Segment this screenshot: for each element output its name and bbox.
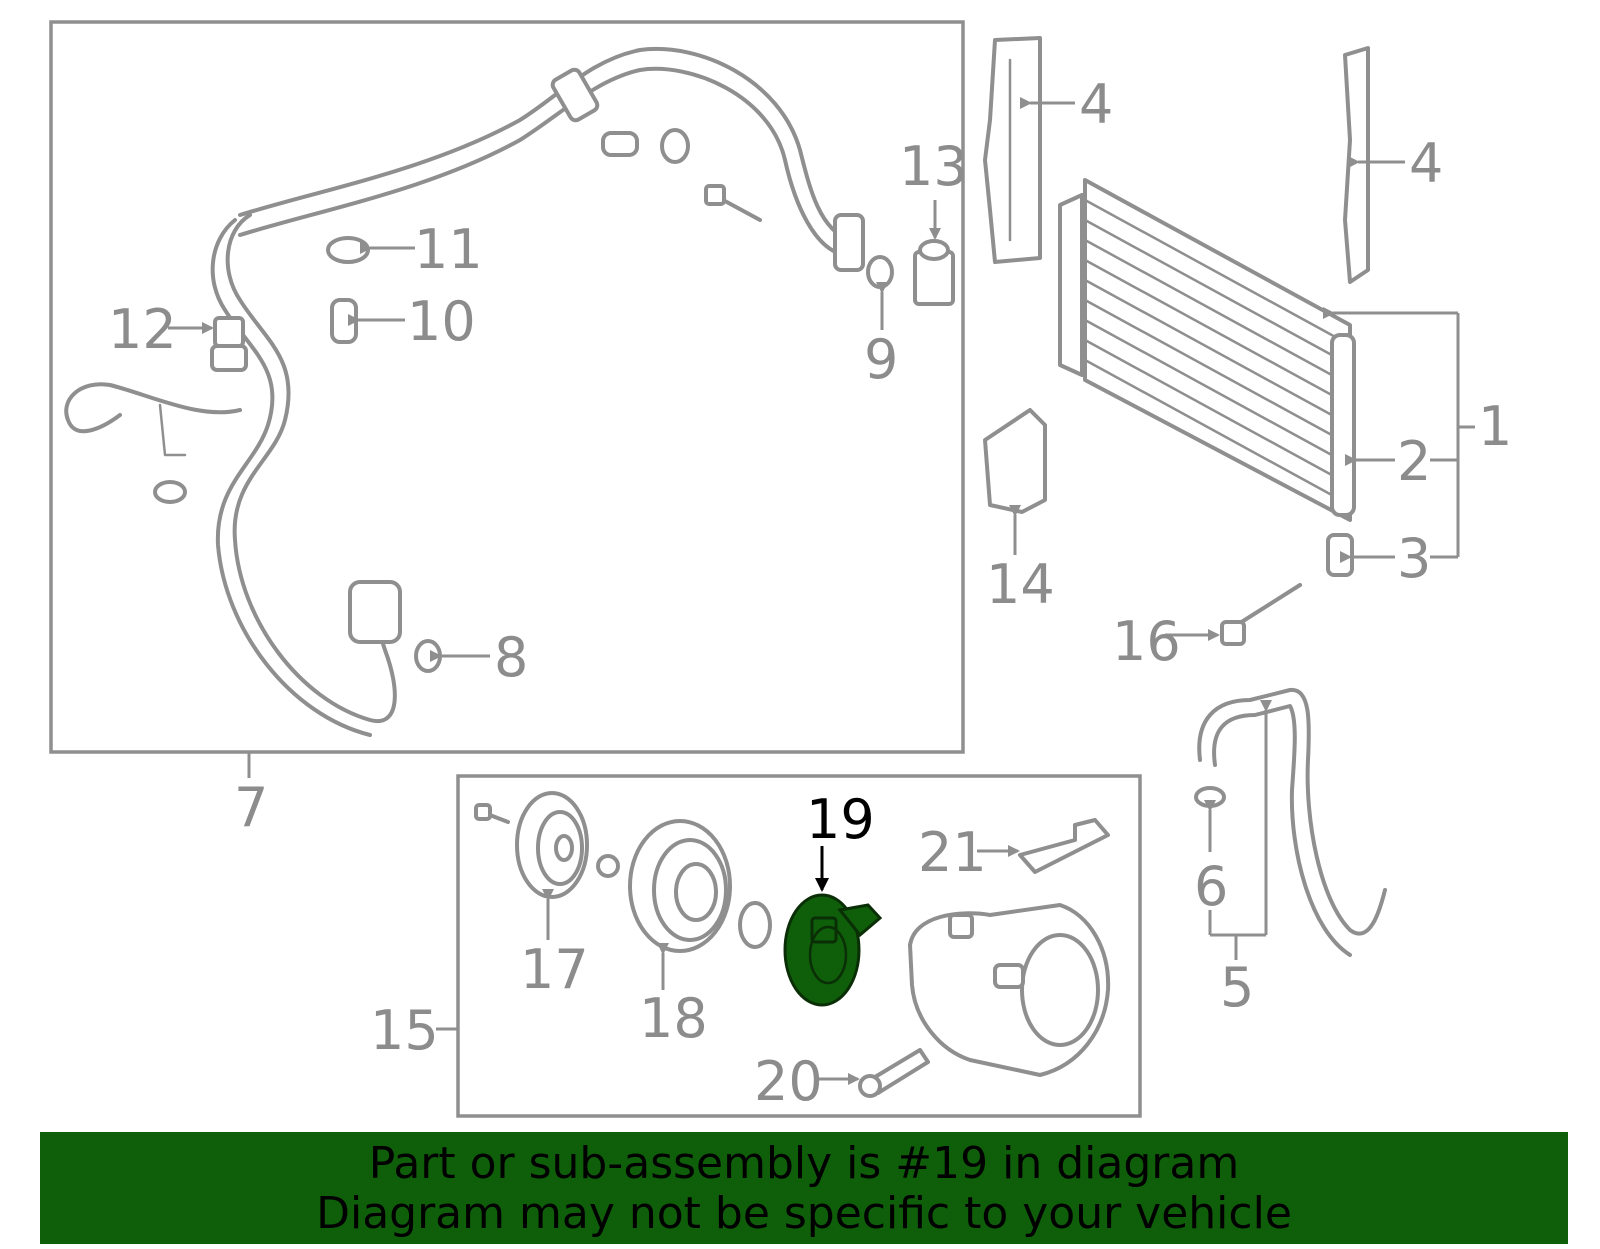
callout-17: 17 [520, 938, 589, 1001]
expansion-valve-top [918, 239, 950, 261]
side-seal-4b [1343, 46, 1370, 284]
suction-hose-outline [238, 66, 847, 257]
clutch-hub-inner [536, 810, 584, 886]
callout-1: 1 [1478, 395, 1512, 458]
callout-8: 8 [494, 626, 528, 689]
callout-19-highlighted: 19 [806, 788, 875, 851]
callout-5: 5 [1220, 956, 1254, 1019]
callout-16: 16 [1112, 610, 1181, 673]
oring-9 [866, 255, 894, 289]
oring-left [153, 480, 187, 504]
hose-block-fitting [833, 213, 865, 272]
pressure-switch-12 [213, 316, 245, 348]
shim [596, 854, 620, 878]
pipe-5-outline [1212, 704, 1352, 957]
bracket-21 [1018, 818, 1110, 874]
bolt-16-shaft [1230, 583, 1302, 630]
bolt-head [704, 184, 726, 206]
pulley-bearing [674, 862, 718, 922]
clutch-hub-center [554, 834, 574, 862]
oring-8 [414, 639, 442, 673]
callout-20: 20 [754, 1050, 823, 1113]
liquid-line [64, 382, 242, 434]
condenser-fins [1083, 198, 1352, 507]
discharge-hose [225, 213, 397, 724]
field-coil-19-highlighted[interactable] [783, 893, 883, 1007]
condenser-parts [983, 36, 1475, 960]
compressor-group-15 [436, 774, 1142, 1118]
banner-line-disclaimer: Diagram may not be specific to your vehi… [316, 1188, 1292, 1239]
control-valve-tip [858, 1074, 882, 1098]
valve-core-10 [330, 298, 358, 344]
callout-13: 13 [899, 135, 968, 198]
callout-18: 18 [639, 987, 708, 1050]
callout-3: 3 [1397, 527, 1431, 590]
compressor-port [948, 913, 974, 939]
callout-12: 12 [108, 298, 177, 361]
drier-plug-3 [1326, 533, 1354, 577]
clutch-bolt-head [474, 803, 492, 821]
callout-21: 21 [918, 821, 987, 884]
compressor-rear-housing [1020, 933, 1100, 1047]
pulley-groove [652, 838, 728, 942]
compressor-body [908, 903, 1111, 1077]
callout-14: 14 [986, 553, 1055, 616]
bracket-14 [983, 408, 1047, 514]
callout-labels: 1 2 3 4 4 5 6 7 8 9 10 11 12 13 14 15 16… [108, 73, 1512, 1113]
hose-muffler [348, 580, 402, 644]
info-banner: Part or sub-assembly is #19 in diagram D… [40, 1132, 1568, 1244]
suction-hose [238, 47, 852, 242]
callout-11: 11 [414, 218, 483, 281]
oring-6 [1194, 786, 1226, 808]
cap-11 [326, 236, 370, 264]
plug-fitting [601, 131, 639, 157]
pressure-switch-base [210, 344, 248, 372]
hose-clamp [550, 67, 600, 123]
callout-6: 6 [1194, 855, 1228, 918]
oring-top [660, 128, 690, 164]
callout-10: 10 [407, 290, 476, 353]
callout-4a: 4 [1079, 73, 1113, 136]
discharge-hose-outline [210, 218, 372, 737]
group-15-frame [456, 774, 1142, 1118]
snap-ring [738, 901, 772, 949]
condenser-core [1083, 178, 1352, 522]
bolt-16-head [1220, 620, 1246, 646]
group-7-frame [49, 20, 965, 754]
compressor-valve [993, 963, 1025, 989]
hose-assembly-group-7 [49, 20, 965, 778]
callout-2: 2 [1397, 430, 1431, 493]
callout-9: 9 [864, 328, 898, 391]
callout-7: 7 [234, 776, 268, 839]
banner-line-part-number: Part or sub-assembly is #19 in diagram [368, 1138, 1240, 1189]
line-bracket [158, 403, 187, 457]
callout-4b: 4 [1409, 132, 1443, 195]
callout-15: 15 [370, 999, 439, 1062]
pipe-5 [1197, 687, 1387, 936]
condenser-side-tank [1058, 193, 1084, 377]
side-seal-4a [983, 36, 1042, 264]
receiver-drier-2 [1330, 333, 1356, 517]
